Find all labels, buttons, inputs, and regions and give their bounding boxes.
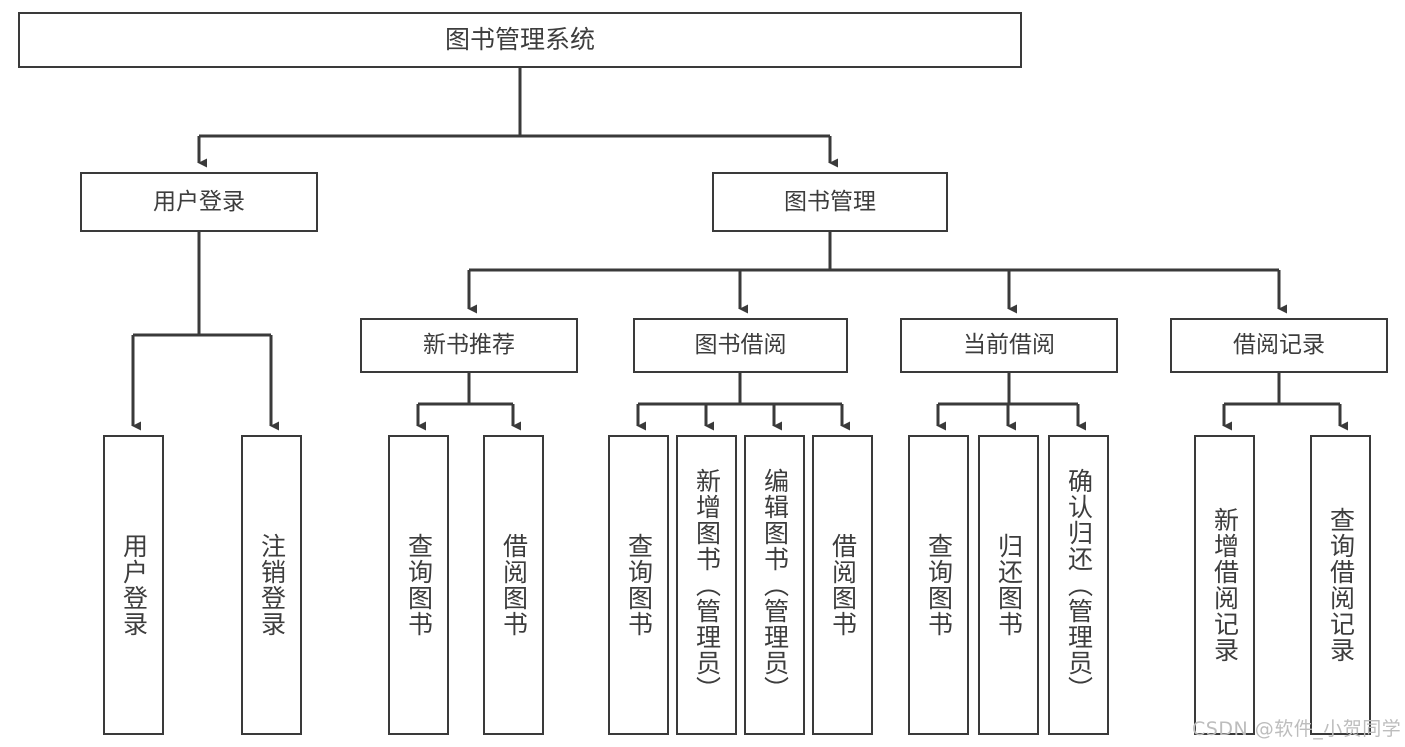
leaf-query-book-1[interactable]: 查询图书	[388, 435, 449, 735]
leaf-add-record[interactable]: 新增借阅记录	[1194, 435, 1255, 735]
leaf-query-record[interactable]: 查询借阅记录	[1310, 435, 1371, 735]
leaf-borrow-book-1-label: 借阅图书	[499, 533, 529, 637]
leaf-user-login[interactable]: 用户登录	[103, 435, 164, 735]
csdn-watermark: CSDN @软件_小贺同学	[1192, 718, 1402, 740]
node-user-login-label: 用户登录	[153, 188, 245, 215]
leaf-borrow-book-1[interactable]: 借阅图书	[483, 435, 544, 735]
leaf-logout-label: 注销登录	[257, 533, 287, 637]
leaf-add-record-label: 新增借阅记录	[1210, 507, 1240, 663]
leaf-query-book-1-label: 查询图书	[404, 533, 434, 637]
leaf-confirm-return-label: 确认归还（管理员）	[1064, 468, 1094, 702]
node-new-book-recommend[interactable]: 新书推荐	[360, 318, 578, 373]
leaf-query-book-2[interactable]: 查询图书	[608, 435, 669, 735]
leaf-edit-book[interactable]: 编辑图书（管理员）	[744, 435, 805, 735]
node-current-borrow-label: 当前借阅	[963, 332, 1055, 359]
leaf-add-book-label: 新增图书（管理员）	[692, 468, 722, 702]
leaf-add-book[interactable]: 新增图书（管理员）	[676, 435, 737, 735]
node-new-book-recommend-label: 新书推荐	[423, 332, 515, 359]
node-book-management[interactable]: 图书管理	[712, 172, 948, 232]
node-root-label: 图书管理系统	[444, 24, 595, 54]
node-user-login[interactable]: 用户登录	[80, 172, 318, 232]
leaf-logout[interactable]: 注销登录	[241, 435, 302, 735]
node-book-borrow-label: 图书借阅	[694, 332, 787, 359]
leaf-return-book[interactable]: 归还图书	[978, 435, 1039, 735]
leaf-edit-book-label: 编辑图书（管理员）	[760, 468, 790, 702]
node-book-borrow[interactable]: 图书借阅	[633, 318, 848, 373]
leaf-borrow-book-2[interactable]: 借阅图书	[812, 435, 873, 735]
leaf-user-login-label: 用户登录	[119, 533, 149, 637]
leaf-query-record-label: 查询借阅记录	[1326, 507, 1356, 663]
node-current-borrow[interactable]: 当前借阅	[900, 318, 1118, 373]
leaf-query-book-3-label: 查询图书	[924, 533, 954, 637]
leaf-query-book-3[interactable]: 查询图书	[908, 435, 969, 735]
node-book-management-label: 图书管理	[784, 188, 876, 215]
leaf-borrow-book-2-label: 借阅图书	[828, 533, 858, 637]
leaf-return-book-label: 归还图书	[994, 533, 1024, 637]
node-root-system[interactable]: 图书管理系统	[18, 12, 1022, 68]
node-borrow-record-label: 借阅记录	[1233, 332, 1325, 359]
leaf-query-book-2-label: 查询图书	[624, 533, 654, 637]
leaf-confirm-return[interactable]: 确认归还（管理员）	[1048, 435, 1109, 735]
node-borrow-record[interactable]: 借阅记录	[1170, 318, 1388, 373]
